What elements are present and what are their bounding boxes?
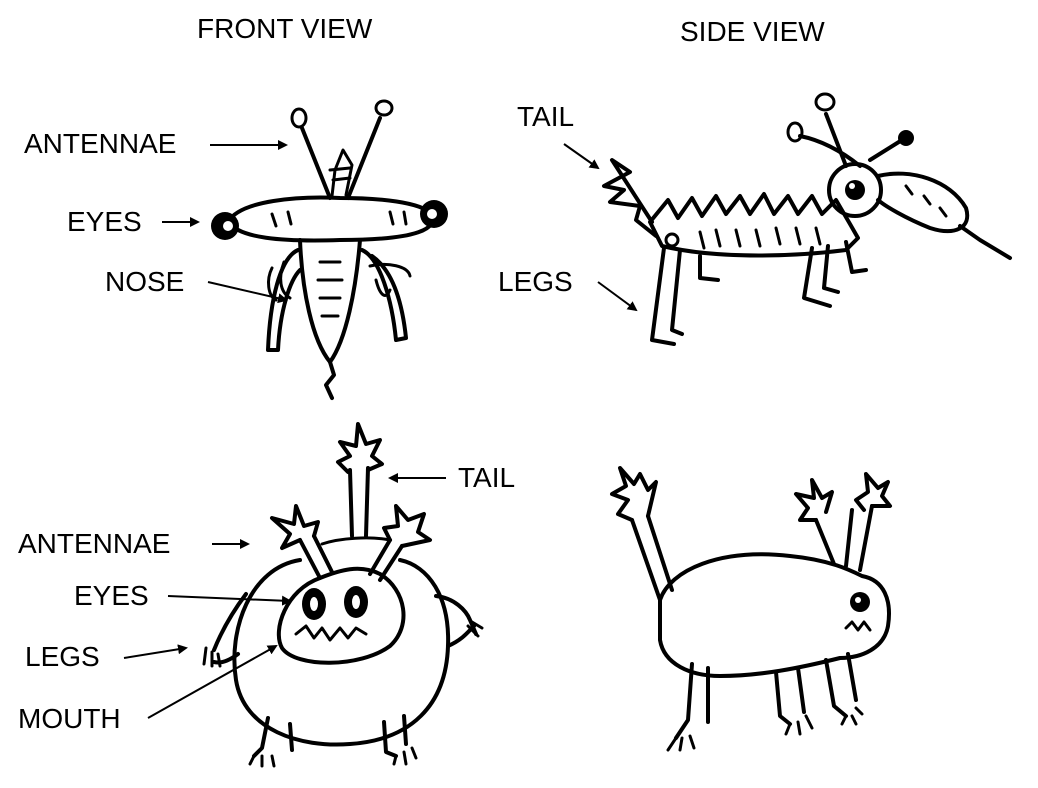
- label-antennae-2: ANTENNAE: [18, 528, 171, 559]
- label-tail-2: TAIL: [458, 462, 516, 493]
- antennae-drawing: [290, 99, 394, 200]
- side-legs-drawing: [650, 240, 868, 346]
- label-nose-1: NOSE: [105, 266, 185, 297]
- mouth-drawing: [294, 624, 368, 642]
- side-view-heading: SIDE VIEW: [680, 16, 825, 47]
- nose-drawing: [298, 238, 362, 400]
- creature-2-front-view: [202, 422, 484, 768]
- creature-2-side-view: [610, 466, 892, 752]
- label-mouth-2: MOUTH: [18, 703, 121, 734]
- creature-1-side-view: [602, 92, 1012, 346]
- side-round-body-drawing: [658, 552, 891, 678]
- label-eyes-1: EYES: [67, 206, 142, 237]
- arrow-mouth-2: [147, 645, 278, 719]
- label-arrows: [123, 140, 638, 719]
- face-drawing: [276, 566, 406, 665]
- label-legs-2: LEGS: [25, 641, 100, 672]
- label-antennae-1: ANTENNAE: [24, 128, 177, 159]
- front-view-heading: FRONT VIEW: [197, 13, 373, 44]
- head-drawing: [226, 195, 436, 243]
- side-snout-drawing: [876, 171, 970, 234]
- round-tail-drawing: [348, 466, 370, 538]
- front-legs-drawing: [266, 248, 412, 352]
- arrow-nose-1: [207, 281, 288, 304]
- label-tail-1: TAIL: [517, 101, 575, 132]
- label-eyes-2: EYES: [74, 580, 149, 611]
- arrow-legs-2: [123, 644, 188, 659]
- side-tail-drawing: [602, 158, 658, 238]
- arrow-eyes-2: [167, 595, 292, 606]
- side-body-drawing: [648, 192, 860, 258]
- round-body-drawing: [232, 558, 451, 747]
- arrow-legs-1: [597, 281, 638, 312]
- arrow-tail-1: [563, 143, 600, 170]
- label-legs-1: LEGS: [498, 266, 573, 297]
